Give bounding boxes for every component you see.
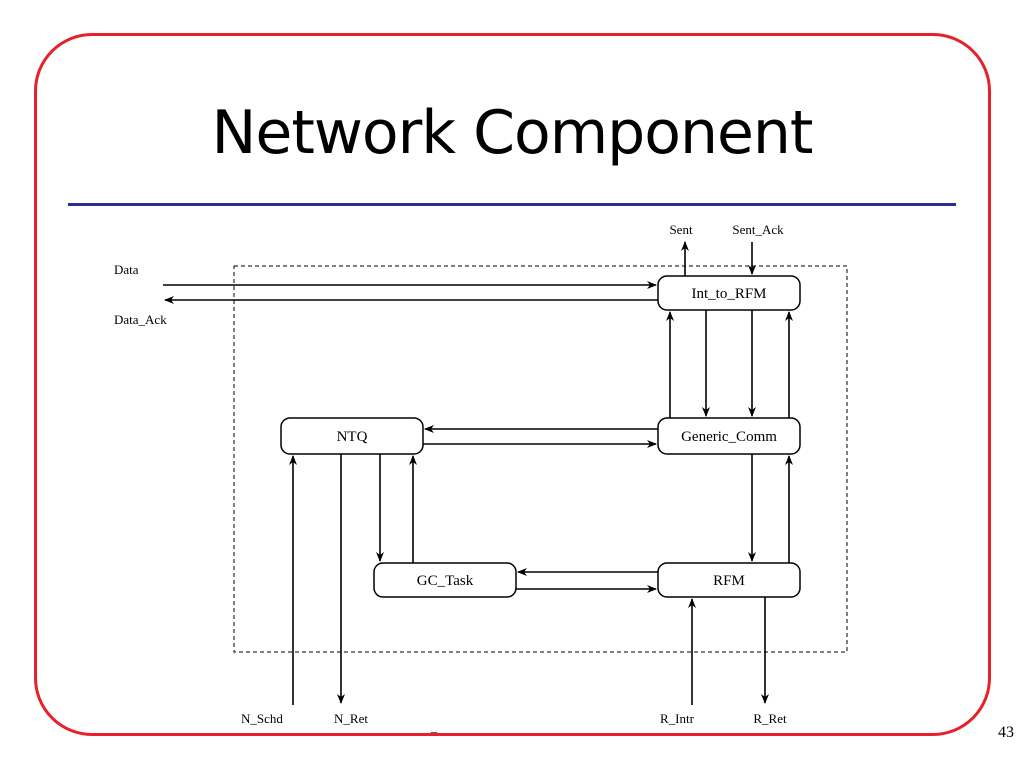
node-int-to-rfm: Int_to_RFM bbox=[657, 275, 801, 311]
port-label-sent: Sent bbox=[669, 222, 693, 237]
page-number: 43 bbox=[998, 724, 1014, 741]
component-boundary bbox=[233, 265, 848, 653]
port-label-n-schd: N_Schd bbox=[241, 711, 283, 726]
node-rfm-label: RFM bbox=[713, 573, 745, 589]
port-label-n-ret: N_Ret bbox=[334, 711, 368, 726]
node-ntq: NTQ bbox=[280, 417, 424, 455]
stray-mark: _ bbox=[430, 719, 438, 734]
node-gc-task: GC_Task bbox=[373, 562, 517, 598]
node-int-to-rfm-label: Int_to_RFM bbox=[691, 286, 766, 302]
port-label-sent-ack: Sent_Ack bbox=[732, 222, 784, 237]
slide-title: Network Component bbox=[211, 98, 814, 168]
node-generic-comm-label: Generic_Comm bbox=[681, 429, 777, 445]
title-underline bbox=[68, 203, 956, 206]
port-label-r-ret: R_Ret bbox=[753, 711, 787, 726]
node-ntq-label: NTQ bbox=[337, 429, 368, 445]
slide-frame bbox=[34, 33, 991, 736]
node-generic-comm: Generic_Comm bbox=[657, 417, 801, 455]
port-label-data-ack: Data_Ack bbox=[114, 312, 167, 327]
node-rfm: RFM bbox=[657, 562, 801, 598]
node-gc-task-label: GC_Task bbox=[417, 573, 474, 589]
port-label-r-intr: R_Intr bbox=[660, 711, 695, 726]
port-label-data: Data bbox=[114, 262, 139, 277]
